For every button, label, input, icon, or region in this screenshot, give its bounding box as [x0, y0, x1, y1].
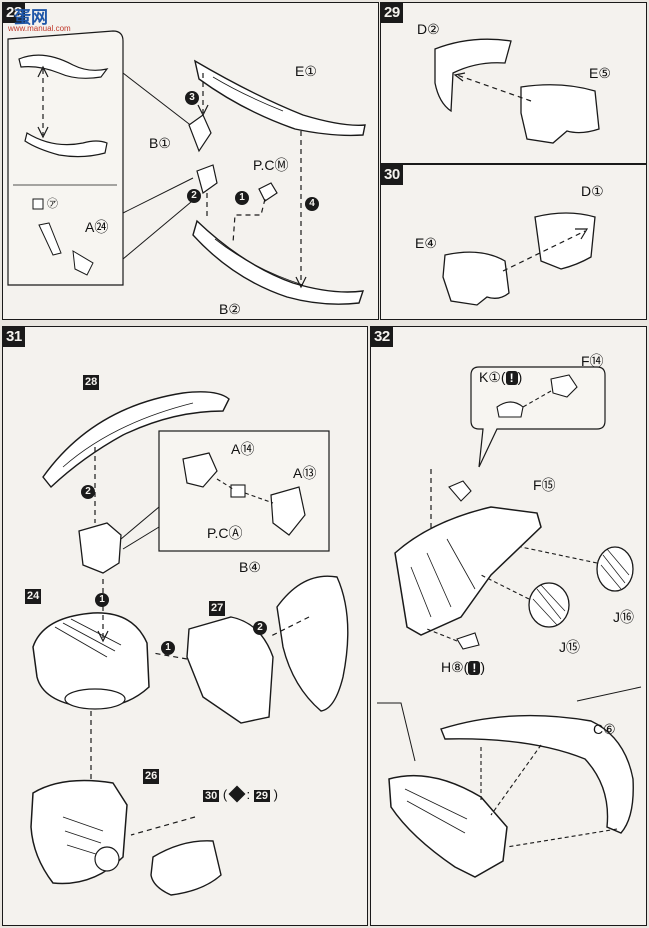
label-f14: F⑭ [581, 353, 604, 369]
main-body-24 [32, 612, 150, 709]
blade-part [42, 391, 230, 489]
step-31-diagram [30, 391, 349, 896]
swap-note: 30 ( : 29 ) [203, 785, 278, 804]
order-marker-1: 1 [235, 191, 249, 205]
label-pca: P.CⒶ [207, 525, 243, 541]
order-marker-2: 2 [187, 189, 201, 203]
label-f15: F⑮ [533, 477, 556, 493]
a14-part [182, 452, 218, 488]
ref-26: 26 [143, 769, 160, 784]
c6-part [440, 714, 634, 834]
pca-part [230, 484, 246, 498]
label-h8: H⑧ [441, 659, 464, 675]
armor-30 [150, 840, 222, 896]
e5-part [520, 84, 600, 144]
label-d2: D② [417, 21, 440, 37]
step-32-diagram [377, 366, 642, 878]
ref-24: 24 [25, 589, 42, 604]
step-28-number: 28 [3, 3, 25, 23]
step-29-panel: 29 D② E⑤ [380, 2, 647, 164]
ref-28: 28 [83, 375, 100, 390]
label-pcm: P.CⓂ [253, 157, 289, 173]
label-e1: E① [295, 63, 317, 79]
d1-part [534, 212, 596, 270]
housing-part [388, 774, 508, 878]
label-j16: J⑯ [613, 609, 634, 625]
step-32-number: 32 [371, 327, 393, 347]
order-marker-4: 4 [305, 197, 319, 211]
step-30-number: 30 [381, 165, 403, 185]
warning-icon: ! [468, 661, 481, 675]
step-30-panel: 30 D① E④ [380, 164, 647, 320]
h8-part [456, 632, 480, 650]
logo-text: 蛋网 [14, 8, 48, 28]
label-note-mark: ㋐ [47, 198, 58, 210]
j15-disc [528, 582, 570, 628]
label-e4: E④ [415, 235, 437, 251]
swap-rotate-icon [228, 785, 246, 803]
site-logo: 蛋网 www.manual.com [4, 3, 71, 39]
j16-disc [596, 546, 634, 592]
swap-sep: : [246, 787, 251, 802]
k1-part [496, 401, 524, 418]
step-29-diagram [434, 38, 600, 144]
label-d1: D① [581, 183, 604, 199]
step-29-number: 29 [381, 3, 403, 23]
order-marker-2b: 2 [253, 621, 267, 635]
k1-label-group: K①(!) [479, 369, 523, 385]
label-j15: J⑮ [559, 639, 580, 655]
pcm-part [258, 182, 278, 202]
step-28-diagram [7, 30, 366, 305]
b2-part [192, 219, 365, 305]
swap-ref-30: 30 [203, 790, 220, 802]
step-32-panel: 32 [370, 326, 647, 926]
warning-icon: ! [505, 371, 518, 385]
step-31-number: 31 [3, 327, 25, 347]
swap-close: ) [273, 787, 278, 802]
order-marker-2a: 2 [81, 485, 95, 499]
label-c6: C⑥ [593, 721, 616, 737]
f15-body [394, 506, 542, 636]
e1-part [193, 59, 366, 137]
label-b2: B② [219, 301, 241, 317]
h8-label-group: H⑧(!) [441, 659, 486, 675]
order-marker-3: 3 [185, 91, 199, 105]
label-k1: K① [479, 369, 501, 385]
step-31-panel: 31 [2, 326, 368, 926]
step-28-panel: 28 [2, 2, 379, 320]
e4-part [442, 251, 510, 306]
step-30-diagram [442, 212, 596, 306]
b4-shell [276, 575, 349, 712]
d2-part [434, 38, 512, 113]
label-b1: B① [149, 135, 171, 151]
swap-open: ( [222, 787, 228, 802]
ref-27: 27 [209, 601, 226, 616]
frame-27 [186, 616, 274, 724]
a13-part [270, 486, 306, 536]
order-marker-1b: 1 [161, 641, 175, 655]
label-a24: A㉔ [85, 219, 109, 235]
collar-part [78, 522, 122, 574]
logo-url: www.manual.com [8, 24, 71, 33]
label-a13: A⑬ [293, 465, 317, 481]
f14-part [550, 374, 578, 398]
swap-ref-29: 29 [253, 790, 270, 802]
label-a14: A⑭ [231, 441, 255, 457]
b1-part [188, 114, 212, 153]
label-e5: E⑤ [589, 65, 611, 81]
order-marker-1a: 1 [95, 593, 109, 607]
label-b4: B④ [239, 559, 261, 575]
